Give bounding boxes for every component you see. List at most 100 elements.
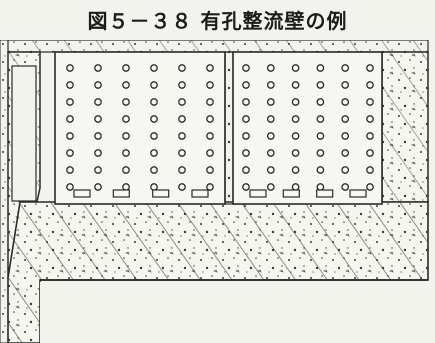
hole-icon [366,132,374,140]
hole-icon [66,132,74,140]
hole-icon [66,64,74,72]
hole-icon [206,98,214,106]
hole-icon [94,132,102,140]
hole-icon [206,149,214,157]
slot-row-left [73,189,209,198]
hole-icon [366,81,374,89]
hole-icon [341,81,350,89]
hole-icon [242,149,250,157]
figure-title: 図５－３８ 有孔整流壁の例 [87,9,348,33]
hole-icon [94,115,102,123]
hole-icon [122,149,130,157]
slot-icon [152,189,170,198]
hole-icon [94,166,102,174]
hole-icon [341,149,350,157]
slot-row-right [249,189,367,198]
perforated-baffle-wall-left [54,51,226,205]
hole-icon [366,149,374,157]
hole-icon [66,81,74,89]
hole-icon [291,166,300,174]
hole-icon [150,64,158,72]
hole-icon [94,64,102,72]
hole-icon [150,149,158,157]
hole-icon [291,149,300,157]
slot-icon [282,189,300,198]
hole-icon [122,98,130,106]
hole-icon [341,166,350,174]
hole-icon [178,149,186,157]
hole-icon [316,166,325,174]
hole-icon [291,64,300,72]
hole-icon [206,132,214,140]
baffle-wall-diagram [0,40,429,343]
hole-icon [266,64,275,72]
hole-icon [122,115,130,123]
hole-icon [316,64,325,72]
hole-icon [341,132,350,140]
hole-icon [206,64,214,72]
slot-icon [349,189,367,198]
hole-icon [242,132,250,140]
hole-icon [366,98,374,106]
hole-icon [242,183,250,191]
slot-icon [316,189,334,198]
slot-icon [249,189,267,198]
hole-icon [66,166,74,174]
right-column [381,51,429,203]
hole-icon [266,81,275,89]
hole-icon [150,166,158,174]
hole-icon [266,183,275,191]
hole-icon [242,166,250,174]
hole-icon [266,149,275,157]
hole-icon [178,132,186,140]
hole-icon [341,115,350,123]
hole-icon [178,183,186,191]
hole-icon [242,98,250,106]
far-left-edge [0,40,9,343]
hole-icon [150,98,158,106]
hole-icon [341,98,350,106]
hole-icon [122,166,130,174]
hole-icon [316,115,325,123]
hole-icon [66,149,74,157]
slot-icon [112,189,130,198]
hole-grid-left [66,64,214,191]
hole-icon [206,115,214,123]
hole-icon [316,149,325,157]
hole-icon [242,81,250,89]
hole-icon [316,81,325,89]
hole-icon [94,149,102,157]
hole-icon [366,183,374,191]
hole-icon [266,98,275,106]
hole-icon [316,98,325,106]
hole-icon [291,115,300,123]
hole-icon [178,166,186,174]
hole-icon [150,115,158,123]
hole-icon [94,98,102,106]
hole-icon [242,115,250,123]
hole-icon [366,115,374,123]
hole-icon [178,115,186,123]
hole-icon [341,64,350,72]
hole-icon [66,183,74,191]
hole-icon [178,64,186,72]
hole-icon [242,64,250,72]
hole-icon [291,132,300,140]
hole-icon [178,81,186,89]
hole-icon [122,64,130,72]
hole-icon [178,98,186,106]
slot-icon [191,189,209,198]
hole-icon [291,98,300,106]
hole-icon [122,81,130,89]
hole-icon [316,132,325,140]
perforated-baffle-wall-right [232,51,383,205]
hole-icon [266,115,275,123]
hole-icon [94,81,102,89]
lower-opening [40,282,428,343]
central-pier [224,51,234,205]
hole-icon [150,132,158,140]
slot-icon [73,189,91,198]
hole-grid-right [242,64,374,191]
hole-icon [66,115,74,123]
